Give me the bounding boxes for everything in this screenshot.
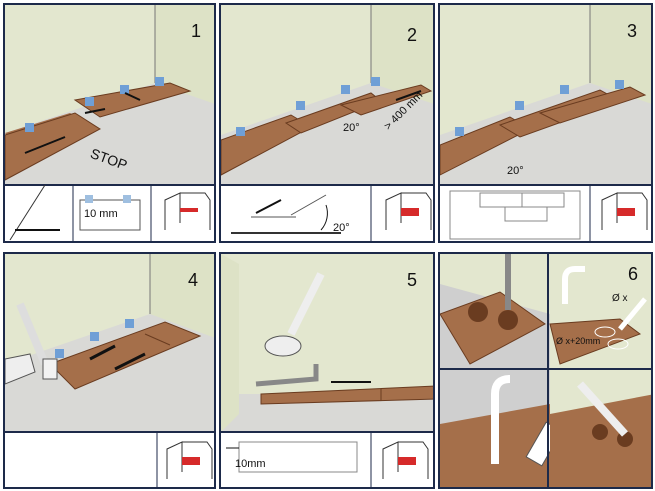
step-number: 4 [188, 270, 199, 290]
gap-label: 10 mm [84, 208, 118, 220]
step-3-panel: 3 20° [438, 3, 653, 243]
gap-label: 10mm [235, 458, 266, 470]
step-6-panel: 6 Ø x Ø x+20mm [438, 252, 653, 489]
step-1-panel: 1 STOP 10 mm [3, 3, 216, 243]
hole-diameter-label: Ø x+20mm [556, 336, 601, 346]
step-6-illustration [440, 254, 651, 487]
step-number: 2 [407, 25, 418, 45]
angle-label: 20° [507, 165, 524, 177]
step-number: 5 [407, 270, 418, 290]
pipe-diameter-label: Ø x [612, 293, 628, 304]
step-2-panel: 2 20° > 400 mm 20° [219, 3, 435, 243]
detail-angle-label: 20° [333, 222, 350, 234]
step-3-illustration [440, 5, 651, 241]
step-number: 3 [627, 21, 638, 41]
step-number: 1 [191, 21, 202, 41]
step-5-panel: 5 10mm [219, 252, 435, 489]
step-5-illustration [221, 254, 433, 487]
angle-label: 20° [343, 122, 360, 134]
step-number: 6 [628, 264, 639, 284]
step-1-illustration [5, 5, 214, 241]
step-4-panel: 4 [3, 252, 216, 489]
step-2-illustration [221, 5, 433, 241]
step-4-illustration [5, 254, 214, 487]
